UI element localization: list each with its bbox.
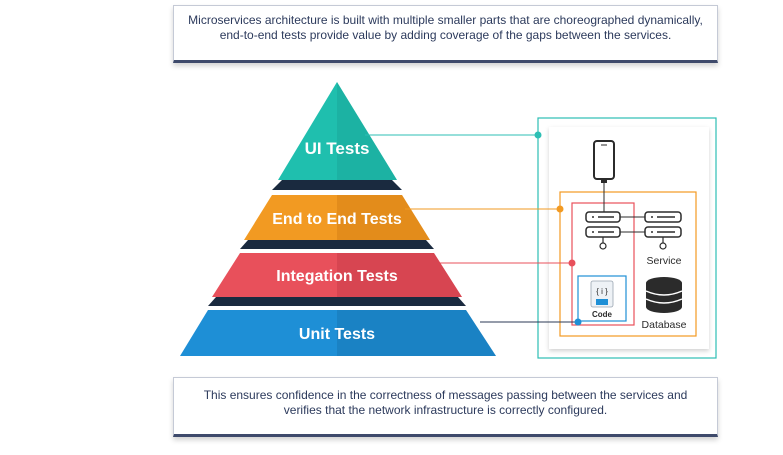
pyramid: UI Tests End to End Tests Integation Tes… (180, 82, 496, 356)
unit-tier-label: Unit Tests (299, 326, 375, 343)
architecture-card (549, 127, 709, 349)
bottom-description-callout: This ensures confidence in the correctne… (173, 377, 718, 437)
mobile-phone-icon (593, 140, 615, 183)
code-label: Code (592, 310, 613, 319)
service-label: Service (646, 255, 681, 267)
unit-tier-shape (180, 310, 496, 356)
pyramid-tier-unit: Unit Tests (180, 310, 496, 356)
integration-tier-label: Integation Tests (276, 268, 398, 285)
top-description-text: Microservices architecture is built with… (188, 13, 703, 42)
ui-tier-label: UI Tests (305, 139, 370, 158)
pyramid-tier-integration: Integation Tests (208, 253, 466, 306)
bottom-description-text: This ensures confidence in the correctne… (203, 388, 688, 417)
e2e-tier-shape (244, 195, 430, 240)
database-label: Database (642, 319, 687, 331)
integration-tier-base (208, 297, 466, 306)
ui-connector-dot (534, 131, 542, 139)
e2e-tier-base (240, 240, 434, 249)
service-server-icon (644, 211, 682, 250)
unit-connector-dot (574, 318, 582, 326)
e2e-tier-label: End to End Tests (272, 211, 402, 228)
integration-tier-shape (212, 253, 462, 297)
pyramid-tier-e2e: End to End Tests (240, 195, 434, 249)
ui-tier-shade (337, 82, 397, 180)
database-icon (645, 277, 683, 313)
architecture-panel: Service Database { i } Code (537, 117, 717, 359)
e2e-tier-shade (337, 195, 430, 240)
unit-tier-shade (337, 310, 496, 356)
outer-border (537, 117, 717, 359)
integration-connector-dot (568, 259, 576, 267)
integration-tier-shade (337, 253, 462, 297)
pyramid-tier-ui: UI Tests (272, 82, 402, 190)
code-file-icon: { i } (590, 280, 614, 308)
ui-tier-shape (278, 82, 397, 180)
code-glyph: { i } (596, 287, 608, 296)
e2e-scope-border (559, 191, 697, 337)
ui-tier-base (272, 180, 402, 190)
top-description-callout: Microservices architecture is built with… (173, 5, 718, 63)
e2e-connector-dot (556, 205, 564, 213)
tier-connectors (365, 131, 582, 326)
